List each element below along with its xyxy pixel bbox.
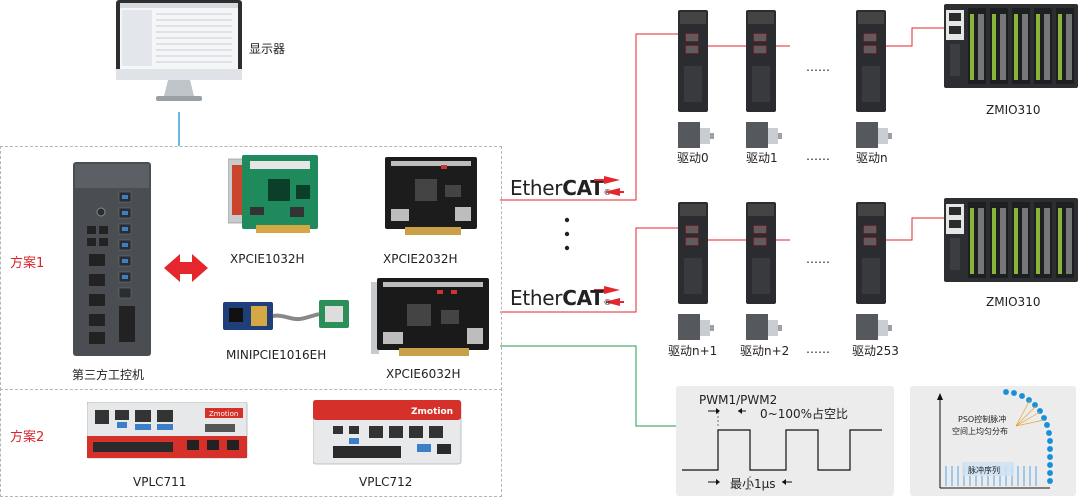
pso-label-1: PSO控制脉冲: [958, 415, 1007, 424]
industrial-pc: [73, 162, 153, 356]
vplc712-label: VPLC712: [359, 475, 413, 489]
card-xpcie6032h: [371, 278, 491, 362]
card-xpcie6032h-label: XPCIE6032H: [386, 367, 461, 381]
bus2-drive-n1-label: 驱动n+1: [668, 344, 718, 358]
vertical-dots: [563, 216, 571, 256]
ethercat-logo-1: EtherCAT®: [510, 176, 612, 200]
bus1-link-io: [866, 27, 950, 47]
bus2-io-label: ZMIO310: [986, 295, 1041, 309]
double-arrow-icon: [164, 254, 208, 282]
bus1-io-label: ZMIO310: [986, 103, 1041, 117]
pso-label-2: 空间上均匀分布: [952, 427, 1008, 436]
bus2-drive-253-label: 驱动253: [852, 344, 899, 358]
ethercat-bus-2-line: [500, 227, 686, 313]
svg-text:Zmotion: Zmotion: [209, 410, 238, 418]
pso-panel: [910, 386, 1076, 496]
card-minipcie1016eh: [223, 296, 353, 334]
card-xpcie1032h: [228, 155, 320, 239]
bus2-drive-n2-label: 驱动n+2: [740, 344, 790, 358]
card-xpcie2032h-label: XPCIE2032H: [383, 252, 458, 266]
scheme1-frame: [0, 146, 502, 390]
ipc-label: 第三方工控机: [72, 368, 145, 382]
pwm-min-pulse-label: 最小1μs: [730, 477, 776, 491]
bus2-link-io: [866, 217, 950, 241]
bus1-dots-top: ……: [806, 60, 830, 74]
svg-text:Zmotion: Zmotion: [411, 407, 453, 417]
pwm-title: PWM1/PWM2: [699, 393, 778, 407]
bus1-drive-0-label: 驱动0: [677, 151, 709, 165]
scheme1-label: 方案1: [10, 256, 45, 271]
bus1-drive-n-label: 驱动n: [856, 151, 888, 165]
card-minipcie1016eh-label: MINIPCIE1016EH: [226, 348, 327, 362]
vplc711-label: VPLC711: [133, 475, 187, 489]
bus2-dots-label: ……: [806, 342, 830, 356]
pwm-line: [500, 345, 676, 427]
bus2-dots-top: ……: [806, 252, 830, 266]
bus1-drive-1-label: 驱动1: [746, 151, 778, 165]
ethercat-logo-2: EtherCAT®: [510, 286, 612, 310]
card-xpcie1032h-label: XPCIE1032H: [230, 252, 305, 266]
pso-pulse-label: 脉冲序列: [968, 466, 1000, 475]
ethercat-bus-1-line: [500, 33, 686, 201]
monitor: [116, 0, 244, 104]
bus1-dots-label: ……: [806, 149, 830, 163]
scheme2-label: 方案2: [10, 430, 45, 445]
vplc711: Zmotion: [87, 402, 249, 460]
monitor-label: 显示器: [249, 42, 286, 56]
pwm-duty-label: 0~100%占空比: [760, 407, 848, 421]
card-xpcie2032h: [385, 155, 481, 239]
vplc712: Zmotion: [313, 400, 463, 466]
